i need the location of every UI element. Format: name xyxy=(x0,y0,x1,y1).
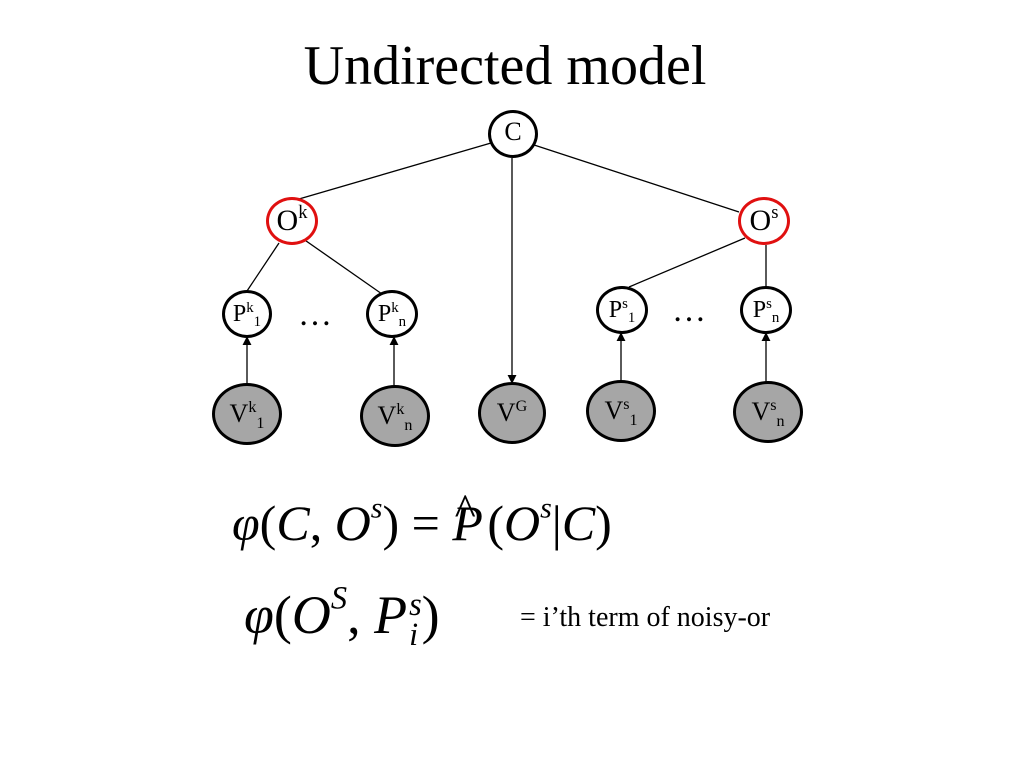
eq1-rhs-bar: | xyxy=(551,495,562,551)
node-pkn-sup: k xyxy=(391,299,399,316)
node-os-base: O xyxy=(749,204,772,237)
node-ps1: Ps1 xyxy=(596,286,648,334)
slide-title: Undirected model xyxy=(303,35,707,97)
equation-potential-c-os: φ(C, Os) = ^P(Os|C) xyxy=(232,488,612,551)
node-vg-base: V xyxy=(496,398,516,427)
eq1-rhs-c: C xyxy=(561,495,596,551)
node-c: C xyxy=(488,110,538,158)
node-vsn-sub: n xyxy=(776,412,785,430)
eq2-arg1-sup: S xyxy=(330,580,348,617)
ellipsis-k: … xyxy=(298,296,336,333)
eq1-hat: ^ xyxy=(454,485,476,536)
node-ok-sup: k xyxy=(298,202,308,224)
node-vs1: Vs1 xyxy=(586,380,656,442)
ellipsis-s: … xyxy=(672,292,710,329)
edge-os-ps1 xyxy=(628,237,746,288)
eq2-arg1: O xyxy=(291,585,331,645)
eq2-arg2: P xyxy=(374,585,408,645)
node-ps1-sub: 1 xyxy=(627,310,636,327)
node-pkn: Pkn xyxy=(366,290,418,338)
eq1-close: ) xyxy=(382,495,400,551)
eq2-comma: , xyxy=(347,585,361,645)
node-psn-base: P xyxy=(752,297,767,323)
node-vs1-sub: 1 xyxy=(629,411,638,429)
node-psn-sub: n xyxy=(771,310,780,327)
eq1-arg1: C xyxy=(276,495,310,551)
eq1-rhs-close: ) xyxy=(595,495,612,551)
node-psn-sup: s xyxy=(766,295,772,312)
eq1-open: ( xyxy=(259,495,277,551)
eq2-close: ) xyxy=(421,585,440,645)
node-pk1-sup: k xyxy=(246,299,254,316)
eq1-equals: = xyxy=(411,495,440,551)
node-pk1-base: P xyxy=(232,301,247,327)
node-pkn-sub: n xyxy=(398,314,407,331)
eq1-arg2-sup: s xyxy=(370,491,383,525)
node-pkn-base: P xyxy=(377,301,392,327)
node-vkn: Vkn xyxy=(360,385,430,447)
node-pk1-sub: 1 xyxy=(253,314,262,331)
node-vkn-base: V xyxy=(377,401,397,430)
node-ok-base: O xyxy=(276,204,299,237)
node-vg-sup: G xyxy=(515,398,528,416)
node-vkn-sup: k xyxy=(396,401,405,419)
node-vk1-sup: k xyxy=(248,399,257,417)
eq2-arg2-sup: s xyxy=(409,587,422,624)
eq1-phi: φ xyxy=(232,495,260,551)
eq2-open: ( xyxy=(273,585,292,645)
equation-note: = i’th term of noisy-or xyxy=(520,602,771,633)
node-vkn-sub: n xyxy=(404,416,413,434)
node-vsn-sup: s xyxy=(770,397,777,415)
edge-c-ok xyxy=(298,142,492,200)
node-pk1: Pk1 xyxy=(222,290,272,338)
eq2-arg2-sub: i xyxy=(409,616,419,653)
node-vs1-sup: s xyxy=(623,396,630,414)
node-vk1-sub: 1 xyxy=(256,414,265,432)
node-vsn-base: V xyxy=(751,397,771,426)
eq1-rhs-o-sup: s xyxy=(540,491,552,525)
node-vs1-base: V xyxy=(604,396,624,425)
eq1-rhs-p: P xyxy=(452,495,483,551)
eq1-arg2: O xyxy=(334,495,371,551)
node-c-label: C xyxy=(504,117,522,146)
edge-ok-pkn xyxy=(298,235,383,295)
node-ps1-base: P xyxy=(608,297,623,323)
eq1-comma: , xyxy=(309,495,323,551)
eq2-phi: φ xyxy=(244,585,274,645)
node-vsn: Vsn xyxy=(733,381,803,443)
eq1-rhs-open: ( xyxy=(487,495,504,551)
node-ps1-sup: s xyxy=(622,295,628,312)
node-os: Os xyxy=(738,197,790,245)
node-vk1-base: V xyxy=(229,399,249,428)
node-psn: Psn xyxy=(740,286,792,334)
node-vk1: Vk1 xyxy=(212,383,282,445)
node-ok: Ok xyxy=(266,197,318,245)
edge-c-os xyxy=(527,142,740,213)
node-os-sup: s xyxy=(771,202,779,224)
eq1-rhs-o: O xyxy=(504,495,541,551)
edge-ok-pk1 xyxy=(246,242,280,292)
node-vg: VG xyxy=(478,382,546,444)
